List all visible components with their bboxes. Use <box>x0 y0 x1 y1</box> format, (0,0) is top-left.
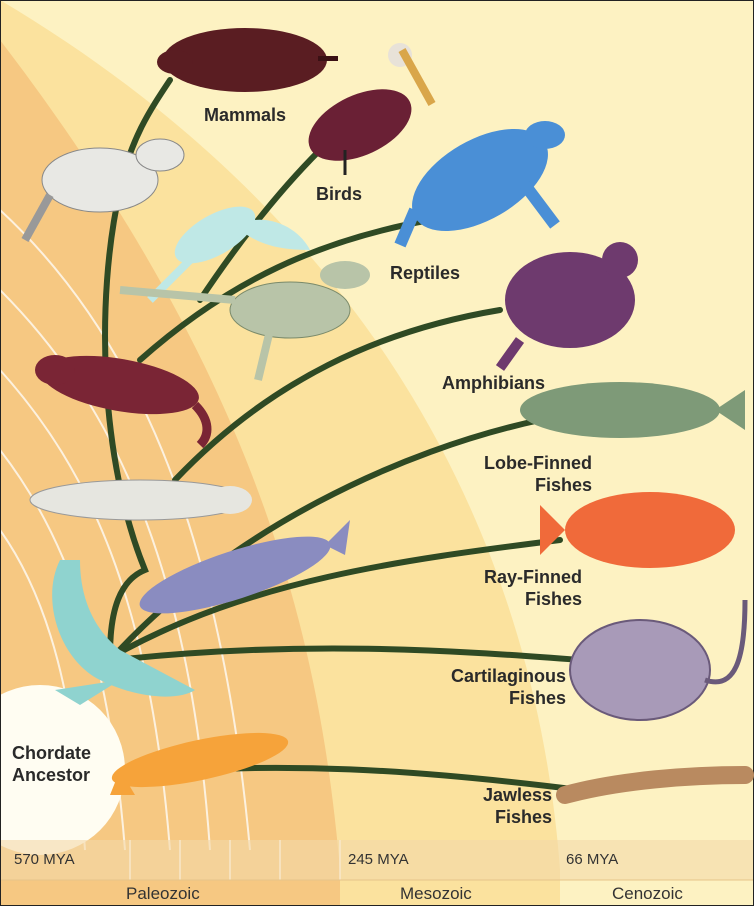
label-chordate-ancestor: Chordate Ancestor <box>12 742 91 786</box>
label-ancestor-line1: Chordate <box>12 742 91 764</box>
label-lobe-finned-line1: Lobe-Finned <box>440 452 592 474</box>
label-cartilaginous-line2: Fishes <box>400 687 566 709</box>
label-ray-finned: Ray-Finned Fishes <box>440 566 582 610</box>
label-jawless-line1: Jawless <box>440 784 552 806</box>
label-reptiles: Reptiles <box>390 262 460 284</box>
era-cenozoic: Cenozoic <box>612 884 683 904</box>
label-lobe-finned: Lobe-Finned Fishes <box>440 452 592 496</box>
time-66-mya: 66 MYA <box>566 851 618 868</box>
label-mammals: Mammals <box>204 104 286 126</box>
label-jawless: Jawless Fishes <box>440 784 552 828</box>
label-ray-finned-line1: Ray-Finned <box>440 566 582 588</box>
era-paleozoic: Paleozoic <box>126 884 200 904</box>
label-cartilaginous-line1: Cartilaginous <box>400 665 566 687</box>
label-birds: Birds <box>316 183 362 205</box>
early-amphibian-icon <box>30 480 252 520</box>
label-amphibians: Amphibians <box>442 372 545 394</box>
label-cartilaginous: Cartilaginous Fishes <box>400 665 566 709</box>
label-ancestor-line2: Ancestor <box>12 764 91 786</box>
label-lobe-finned-line2: Fishes <box>440 474 592 496</box>
label-ray-finned-line2: Fishes <box>440 588 582 610</box>
label-jawless-line2: Fishes <box>440 806 552 828</box>
era-mesozoic: Mesozoic <box>400 884 472 904</box>
time-570-mya: 570 MYA <box>14 851 75 868</box>
time-245-mya: 245 MYA <box>348 851 409 868</box>
